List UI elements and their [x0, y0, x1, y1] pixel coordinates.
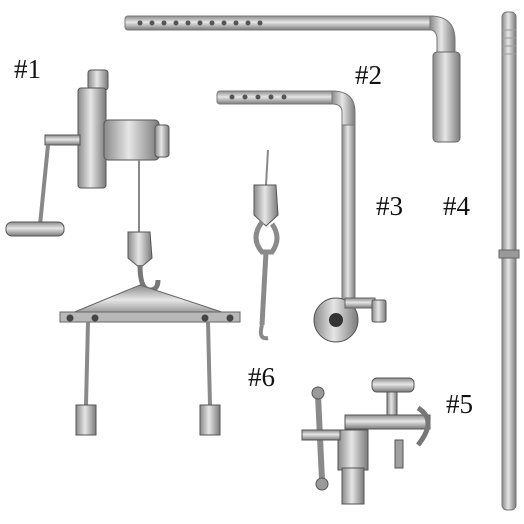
- item-label-5: #5: [446, 389, 473, 419]
- table-clamp-icon: [301, 377, 431, 505]
- hook-with-ring-icon: [253, 149, 280, 341]
- l-shaped-bar-with-clamp-icon: [216, 90, 387, 343]
- item-label-4: #4: [443, 191, 470, 221]
- straight-rod-icon: [498, 11, 520, 511]
- item-label-2: #2: [355, 60, 382, 90]
- item-label-1: #1: [14, 54, 41, 84]
- item-label-3: #3: [376, 191, 403, 221]
- winch-retractor-frame-icon: [5, 69, 241, 436]
- l-shaped-perforated-bar-icon: [124, 15, 461, 143]
- item-label-6: #6: [248, 362, 275, 392]
